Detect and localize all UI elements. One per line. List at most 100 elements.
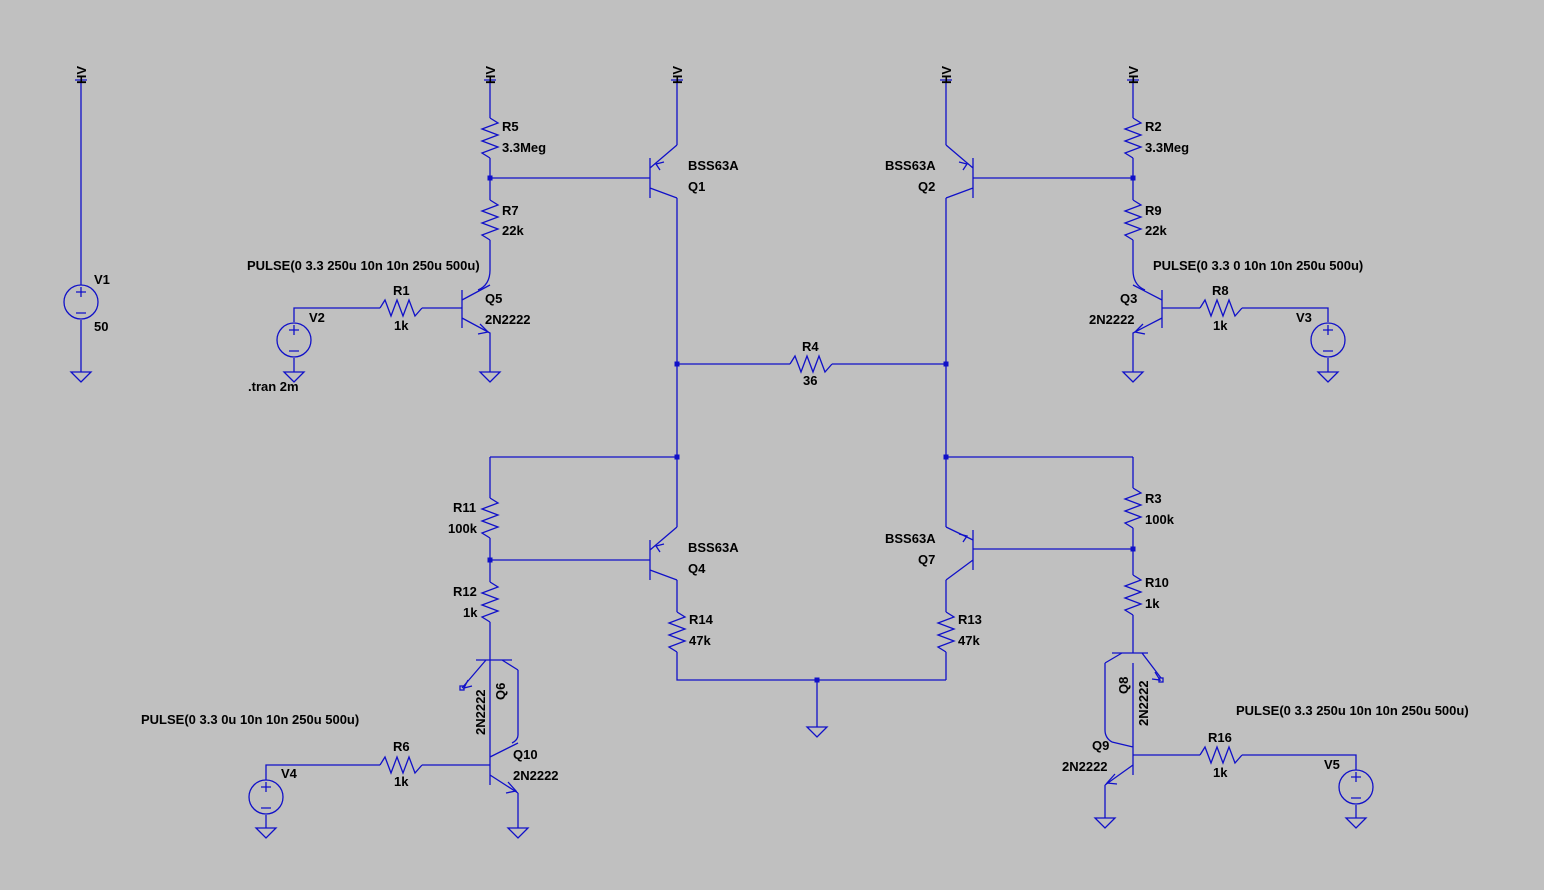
transistor-q1 [649, 144, 678, 199]
resistor-r10 [1123, 574, 1143, 616]
junctions [487, 175, 1136, 683]
hv-flags: HV HV HV HV HV [74, 66, 1141, 84]
transistor-q4 [649, 526, 678, 581]
ground-symbol [805, 726, 829, 738]
q9-name: Q9 [1092, 738, 1109, 753]
v2-name: V2 [309, 310, 325, 325]
transistor-q2 [945, 144, 974, 199]
q8-name: Q8 [1116, 677, 1131, 694]
wires [80, 80, 1357, 828]
q8-model: 2N2222 [1136, 680, 1151, 726]
q5-model: 2N2222 [485, 312, 531, 327]
transistor-q8 [1104, 652, 1164, 683]
resistor-r2 [1123, 117, 1143, 159]
q1-name: Q1 [688, 179, 705, 194]
r7-name: R7 [502, 203, 519, 218]
q2-model: BSS63A [885, 158, 936, 173]
r14-value: 47k [689, 633, 711, 648]
ground-symbol [282, 371, 306, 383]
grounds [69, 371, 1368, 839]
r13-value: 47k [958, 633, 980, 648]
r13-name: R13 [958, 612, 982, 627]
ground-symbol [1121, 371, 1145, 383]
transistor-q6 [459, 659, 519, 691]
r2-name: R2 [1145, 119, 1162, 134]
resistor-r3 [1123, 487, 1143, 529]
hv-flag-label: HV [939, 66, 954, 84]
v3-name: V3 [1296, 310, 1312, 325]
r14-name: R14 [689, 612, 714, 627]
resistor-r4 [789, 354, 833, 374]
q6-model: 2N2222 [473, 689, 488, 735]
q7-name: Q7 [918, 552, 935, 567]
r8-name: R8 [1212, 283, 1229, 298]
v4-value: PULSE(0 3.3 0u 10n 10n 250u 500u) [141, 712, 359, 727]
r5-value: 3.3Meg [502, 140, 546, 155]
ground-symbol [506, 827, 530, 839]
q6-name: Q6 [493, 683, 508, 700]
r10-name: R10 [1145, 575, 1169, 590]
q4-name: Q4 [688, 561, 706, 576]
r9-value: 22k [1145, 223, 1167, 238]
transistor-q3 [1132, 284, 1163, 345]
v1-value: 50 [94, 319, 108, 334]
q10-name: Q10 [513, 747, 538, 762]
voltage-source-v4 [248, 779, 284, 815]
r10-value: 1k [1145, 596, 1160, 611]
transistor-q5 [461, 284, 491, 345]
r3-value: 100k [1145, 512, 1175, 527]
r5-name: R5 [502, 119, 519, 134]
r12-name: R12 [453, 584, 477, 599]
r12-value: 1k [463, 605, 478, 620]
q4-model: BSS63A [688, 540, 739, 555]
r16-value: 1k [1213, 765, 1228, 780]
r6-value: 1k [394, 774, 409, 789]
q5-name: Q5 [485, 291, 502, 306]
resistor-r8 [1199, 298, 1243, 318]
r2-value: 3.3Meg [1145, 140, 1189, 155]
voltage-source-v2 [276, 322, 312, 358]
q3-model: 2N2222 [1089, 312, 1135, 327]
resistor-r16 [1199, 745, 1243, 765]
resistor-r7 [480, 199, 500, 241]
q1-model: BSS63A [688, 158, 739, 173]
resistor-r12 [480, 581, 500, 623]
r6-name: R6 [393, 739, 410, 754]
tran-directive: .tran 2m [248, 379, 299, 394]
r11-value: 100k [448, 521, 478, 536]
ground-symbol [69, 371, 93, 383]
resistor-r13 [936, 611, 956, 653]
r11-name: R11 [453, 500, 476, 515]
r4-name: R4 [802, 339, 819, 354]
v1-name: V1 [94, 272, 110, 287]
ground-symbol [1316, 371, 1340, 383]
v2-value: PULSE(0 3.3 250u 10n 10n 250u 500u) [247, 258, 480, 273]
q9-model: 2N2222 [1062, 759, 1108, 774]
transistor-q10 [489, 742, 519, 794]
resistor-r11 [480, 497, 500, 539]
transistor-q7 [945, 526, 974, 581]
ground-symbol [478, 371, 502, 383]
v5-value: PULSE(0 3.3 250u 10n 10n 250u 500u) [1236, 703, 1469, 718]
r16-name: R16 [1208, 730, 1232, 745]
v3-value: PULSE(0 3.3 0 10n 10n 250u 500u) [1153, 258, 1363, 273]
q7-model: BSS63A [885, 531, 936, 546]
hv-flag-label: HV [74, 66, 89, 84]
r1-name: R1 [393, 283, 410, 298]
resistor-r5 [480, 117, 500, 159]
transistor-q9 [1104, 737, 1134, 786]
r7-value: 22k [502, 223, 524, 238]
ground-symbol [254, 827, 278, 839]
r3-name: R3 [1145, 491, 1162, 506]
v5-name: V5 [1324, 757, 1340, 772]
q10-model: 2N2222 [513, 768, 559, 783]
v4-name: V4 [281, 766, 298, 781]
r4-value: 36 [803, 373, 817, 388]
resistors [379, 117, 1243, 775]
resistor-r14 [667, 611, 687, 653]
q2-name: Q2 [918, 179, 935, 194]
voltage-source-v5 [1338, 769, 1374, 805]
r8-value: 1k [1213, 318, 1228, 333]
ground-symbol [1093, 817, 1117, 829]
